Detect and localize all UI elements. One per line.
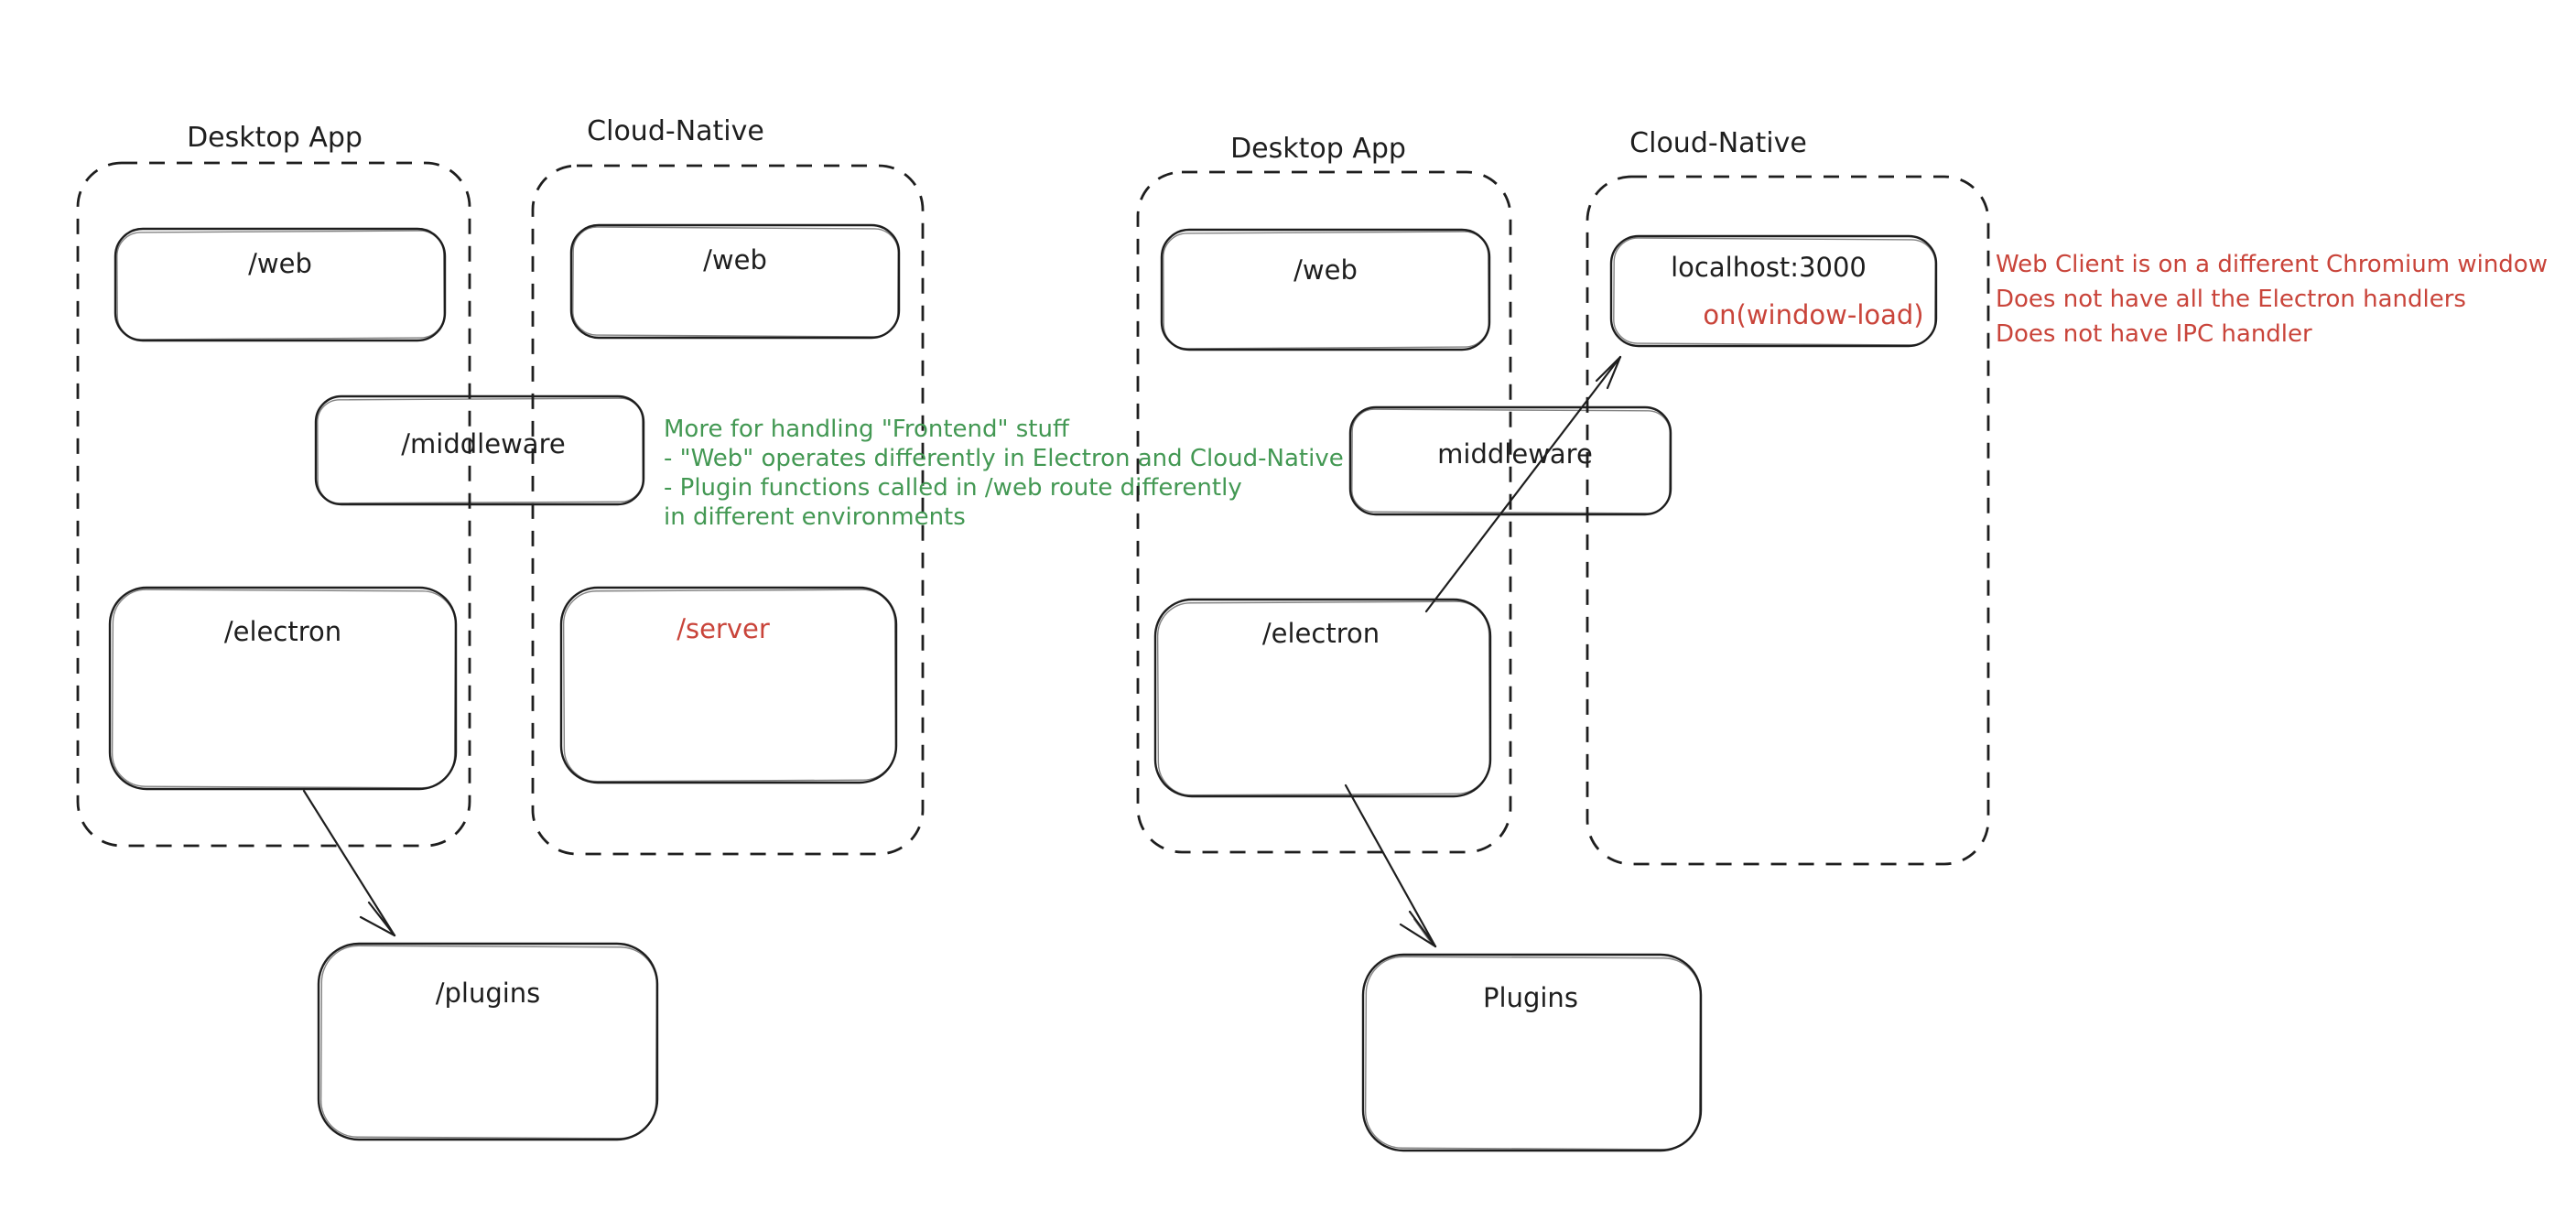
left-cloud-native-frame (531, 164, 925, 856)
red-annotation-line-3: Does not have IPC handler (1996, 320, 2312, 348)
right-node-localhost-label: localhost:3000 (1671, 252, 1867, 283)
green-annotation-line-1: More for handling "Frontend" stuff (664, 416, 1070, 443)
left-node-electron-label: /electron (224, 616, 341, 647)
left-node-plugins[interactable]: /plugins (317, 942, 659, 1141)
left-green-annotation[interactable]: More for handling "Frontend" stuff - "We… (664, 416, 1344, 531)
left-node-web-cloud[interactable]: /web (569, 223, 901, 340)
right-node-electron[interactable]: /electron (1153, 598, 1492, 798)
left-node-server[interactable]: /server (559, 586, 898, 784)
right-node-electron-label: /electron (1262, 618, 1380, 649)
left-desktop-app-container[interactable]: Desktop App (76, 122, 471, 848)
green-annotation-line-3: - Plugin functions called in /web route … (664, 474, 1242, 502)
right-cloud-native-container[interactable]: Cloud-Native (1586, 127, 1990, 866)
left-node-web-cloud-label: /web (703, 244, 767, 276)
left-node-electron[interactable]: /electron (108, 586, 458, 791)
left-node-middleware-label: /middleware (401, 428, 565, 459)
green-annotation-line-2: - "Web" operates differently in Electron… (664, 445, 1344, 472)
right-arrow-electron-to-localhost[interactable] (1424, 355, 1622, 613)
right-node-localhost[interactable]: localhost:3000 on(window-load) (1609, 234, 1938, 348)
right-arrow-electron-to-plugins[interactable] (1344, 784, 1437, 948)
right-desktop-app-frame (1136, 170, 1512, 854)
right-desktop-app-container[interactable]: Desktop App (1136, 133, 1512, 854)
right-node-middleware-label: middleware (1437, 438, 1593, 470)
right-node-plugins-label: Plugins (1483, 982, 1578, 1013)
right-node-middleware[interactable]: middleware (1348, 405, 1672, 516)
left-desktop-app-title: Desktop App (187, 122, 363, 154)
right-cloud-native-frame (1586, 175, 1990, 866)
left-cloud-native-container[interactable]: Cloud-Native (531, 115, 925, 856)
left-node-middleware[interactable]: /middleware (314, 394, 645, 506)
right-node-web-label: /web (1293, 254, 1358, 286)
left-node-server-label: /server (676, 613, 770, 644)
left-node-web-desktop[interactable]: /web (114, 227, 447, 342)
green-annotation-line-4: in different environments (664, 503, 966, 531)
right-node-localhost-sublabel: on(window-load) (1703, 299, 1923, 330)
right-cloud-native-title: Cloud-Native (1629, 127, 1807, 159)
red-annotation-line-1: Web Client is on a different Chromium wi… (1996, 251, 2548, 278)
red-annotation-line-2: Does not have all the Electron handlers (1996, 286, 2466, 313)
left-cloud-native-title: Cloud-Native (587, 115, 764, 147)
left-arrow-electron-to-plugins[interactable] (302, 789, 396, 937)
right-node-plugins[interactable]: Plugins (1361, 953, 1703, 1152)
right-desktop-app-title: Desktop App (1230, 133, 1406, 165)
right-node-web[interactable]: /web (1160, 228, 1491, 351)
right-red-annotation[interactable]: Web Client is on a different Chromium wi… (1996, 251, 2548, 348)
left-node-web-desktop-label: /web (248, 248, 312, 279)
left-node-plugins-label: /plugins (436, 978, 541, 1009)
